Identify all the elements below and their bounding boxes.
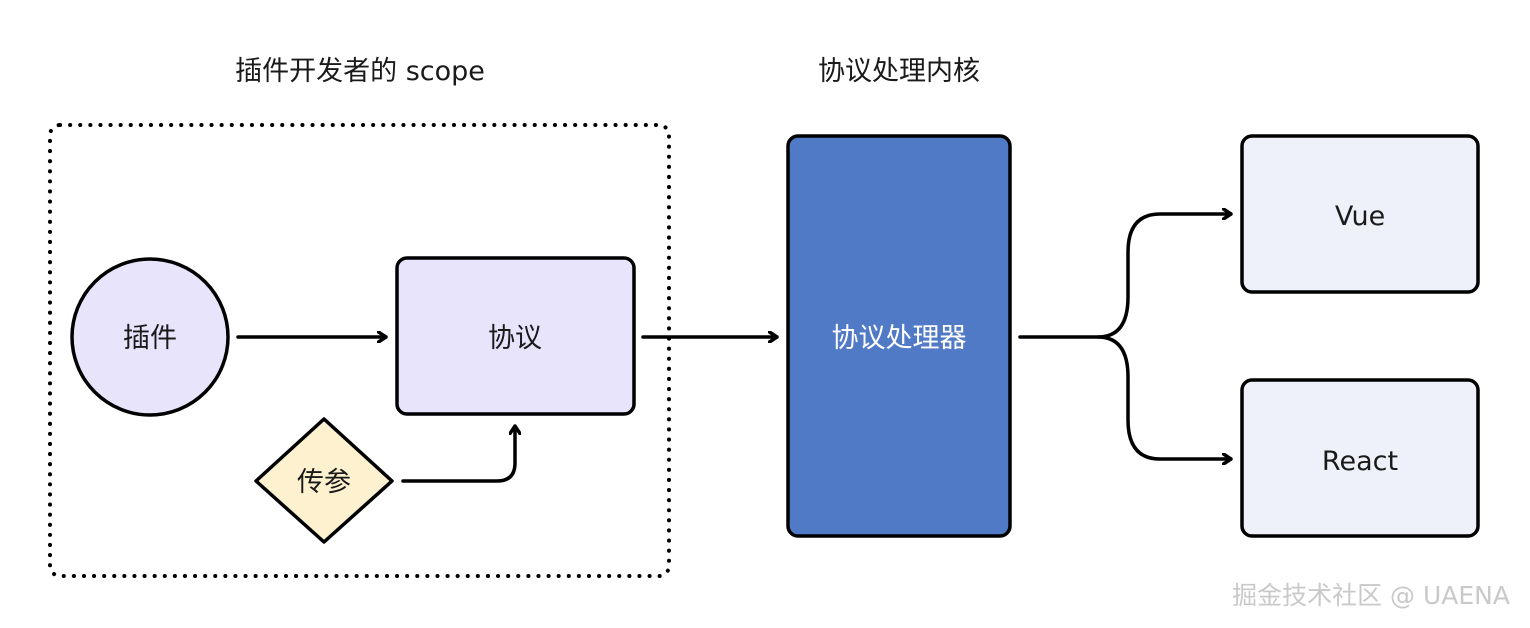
edge-processor-to-react: [1096, 335, 1233, 459]
edge-params-to-protocol: [401, 424, 515, 483]
scope-title: 插件开发者的 scope: [235, 56, 485, 87]
vue-label: Vue: [1335, 201, 1385, 232]
plugin-label: 插件: [123, 323, 177, 354]
protocol-label: 协议: [488, 323, 542, 354]
vue-node[interactable]: Vue: [1240, 134, 1480, 294]
processor-node[interactable]: 协议处理器: [786, 134, 1012, 538]
edge-processor-to-vue: [1018, 214, 1233, 339]
processor-label: 协议处理器: [832, 323, 967, 354]
protocol-node[interactable]: 协议: [395, 256, 636, 416]
plugin-node[interactable]: 插件: [70, 257, 230, 417]
scope-container: [48, 123, 671, 578]
watermark: 掘金技术社区 @ UAENA: [1232, 581, 1510, 610]
kernel-title: 协议处理内核: [818, 56, 980, 87]
react-node[interactable]: React: [1240, 378, 1480, 538]
react-label: React: [1322, 446, 1398, 477]
params-node[interactable]: 传参: [254, 417, 394, 544]
params-label: 传参: [297, 467, 351, 498]
